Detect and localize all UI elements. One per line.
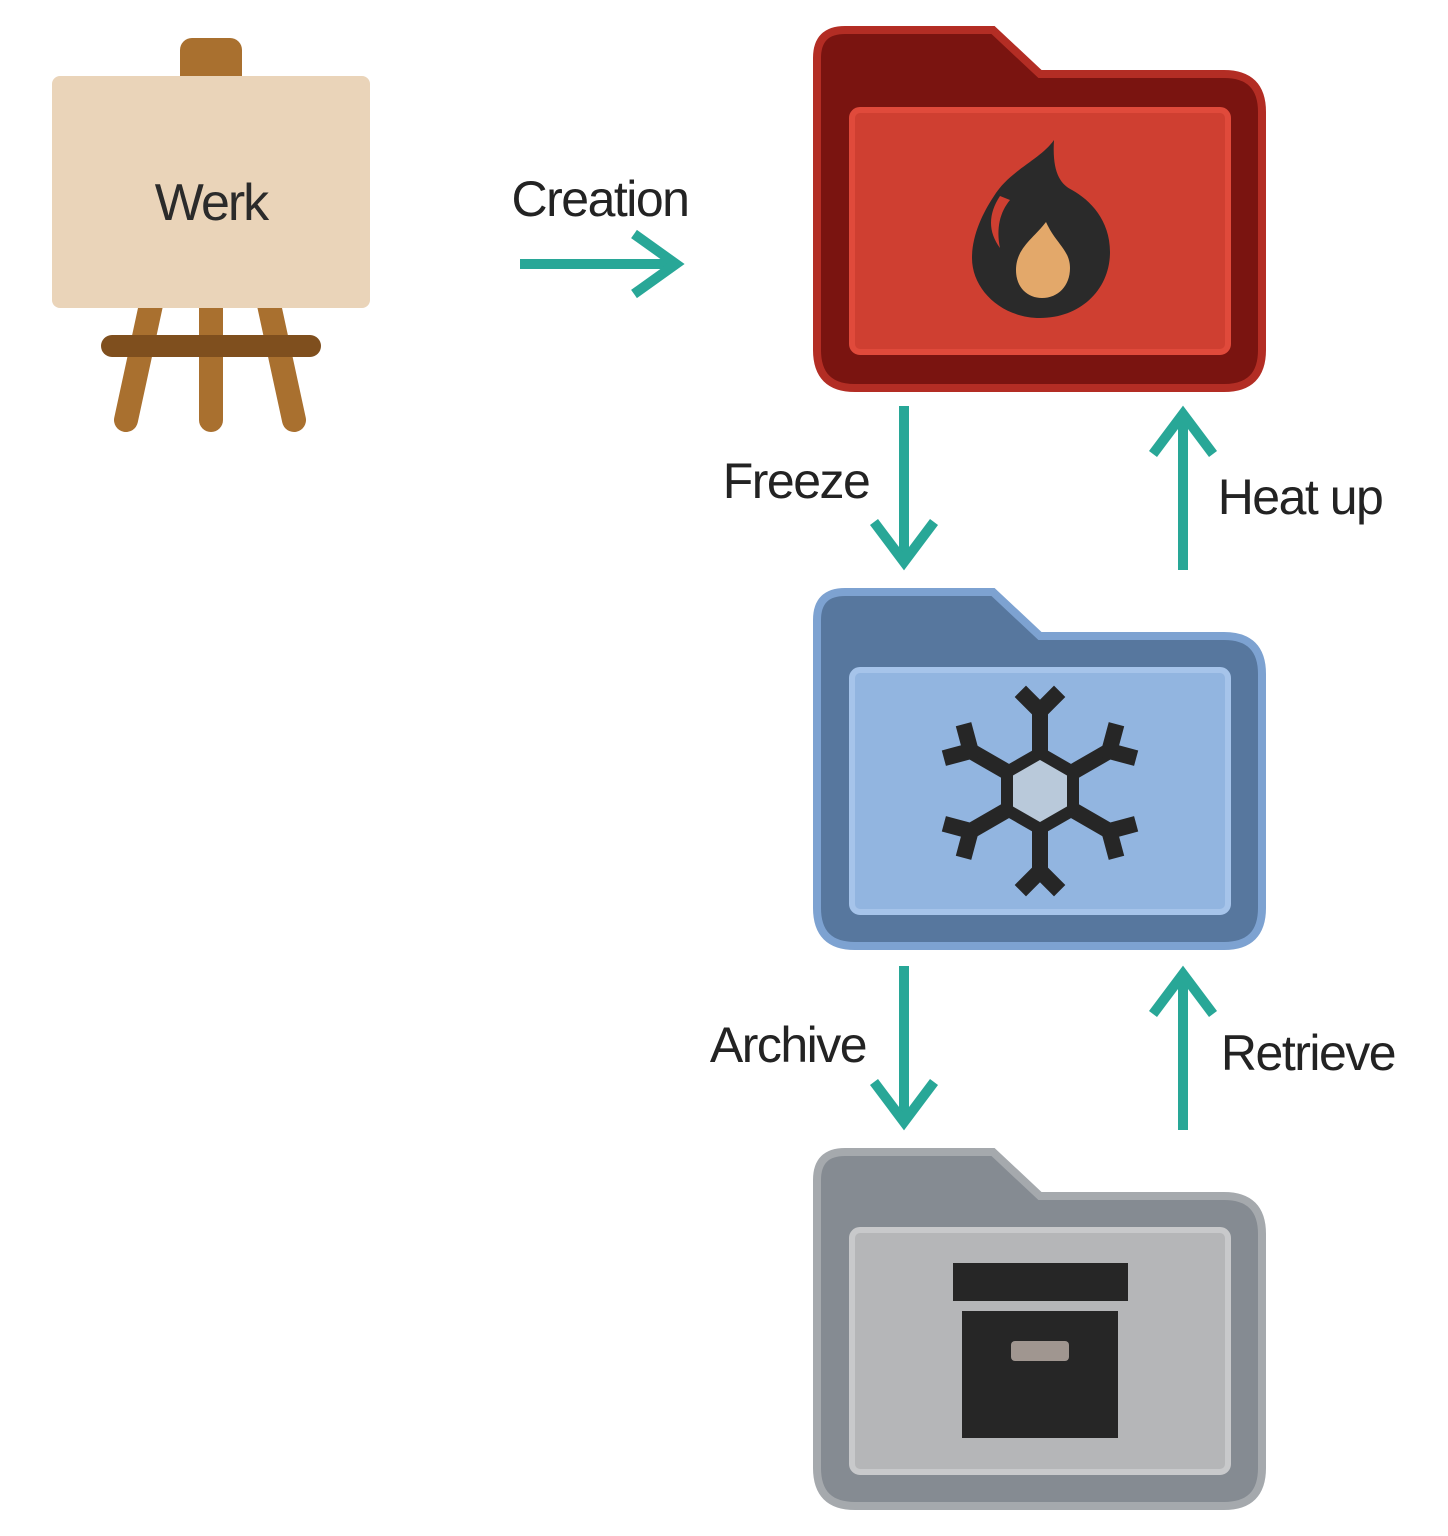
retrieve-arrow [1149, 965, 1217, 1130]
archive-arrow [870, 966, 938, 1131]
archive-label: Archive [710, 1017, 866, 1073]
hot-folder [813, 26, 1266, 392]
easel-label: Werk [155, 174, 270, 232]
retrieve-label: Retrieve [1221, 1025, 1395, 1081]
archive-box-icon [953, 1263, 1128, 1438]
creation-arrow [520, 229, 685, 299]
easel-icon: Werk [52, 38, 370, 432]
freeze-arrow [870, 406, 938, 571]
archive-folder [813, 1148, 1266, 1510]
heat-up-arrow [1149, 405, 1217, 570]
creation-label: Creation [512, 171, 689, 227]
heat-up-label: Heat up [1218, 469, 1383, 525]
flame-icon [972, 140, 1110, 318]
freeze-label: Freeze [723, 453, 870, 509]
frozen-folder [813, 588, 1266, 950]
snowflake-icon [941, 685, 1139, 897]
